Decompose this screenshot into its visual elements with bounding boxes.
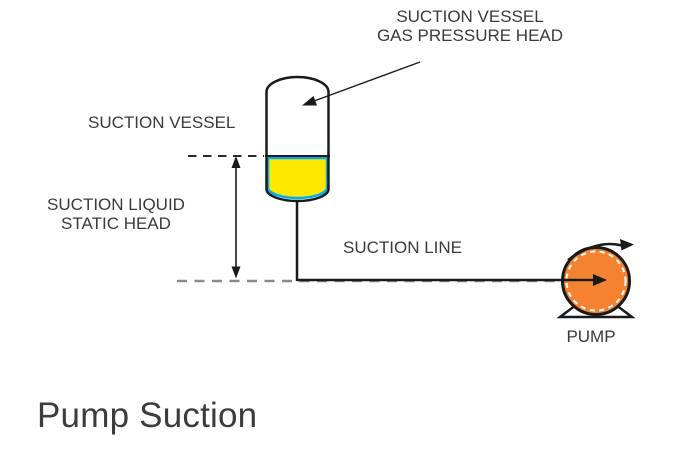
gas-head-leader-arrow bbox=[302, 61, 421, 106]
static-head-label-line2: STATIC HEAD bbox=[61, 214, 171, 233]
vessel-liquid bbox=[266, 156, 329, 200]
pump-inner-dashed-ring bbox=[565, 250, 627, 312]
page-title: Pump Suction bbox=[37, 396, 258, 435]
suction-vessel-outline bbox=[265, 75, 330, 203]
gas-pressure-head-label: SUCTION VESSEL GAS PRESSURE HEAD bbox=[360, 7, 580, 45]
static-head-arrow bbox=[231, 156, 241, 279]
suction-vessel-label: SUCTION VESSEL bbox=[88, 113, 236, 132]
static-head-label-line1: SUCTION LIQUID bbox=[47, 195, 185, 214]
gas-pressure-head-label-line1: SUCTION VESSEL bbox=[396, 7, 544, 26]
static-head-label: SUCTION LIQUID STATIC HEAD bbox=[36, 195, 196, 233]
suction-line-label: SUCTION LINE bbox=[343, 238, 463, 257]
pump-label: PUMP bbox=[566, 327, 616, 346]
suction-line-arrow bbox=[297, 274, 607, 286]
gas-pressure-head-label-line2: GAS PRESSURE HEAD bbox=[376, 26, 564, 45]
pump-discharge-arrow bbox=[567, 239, 634, 262]
